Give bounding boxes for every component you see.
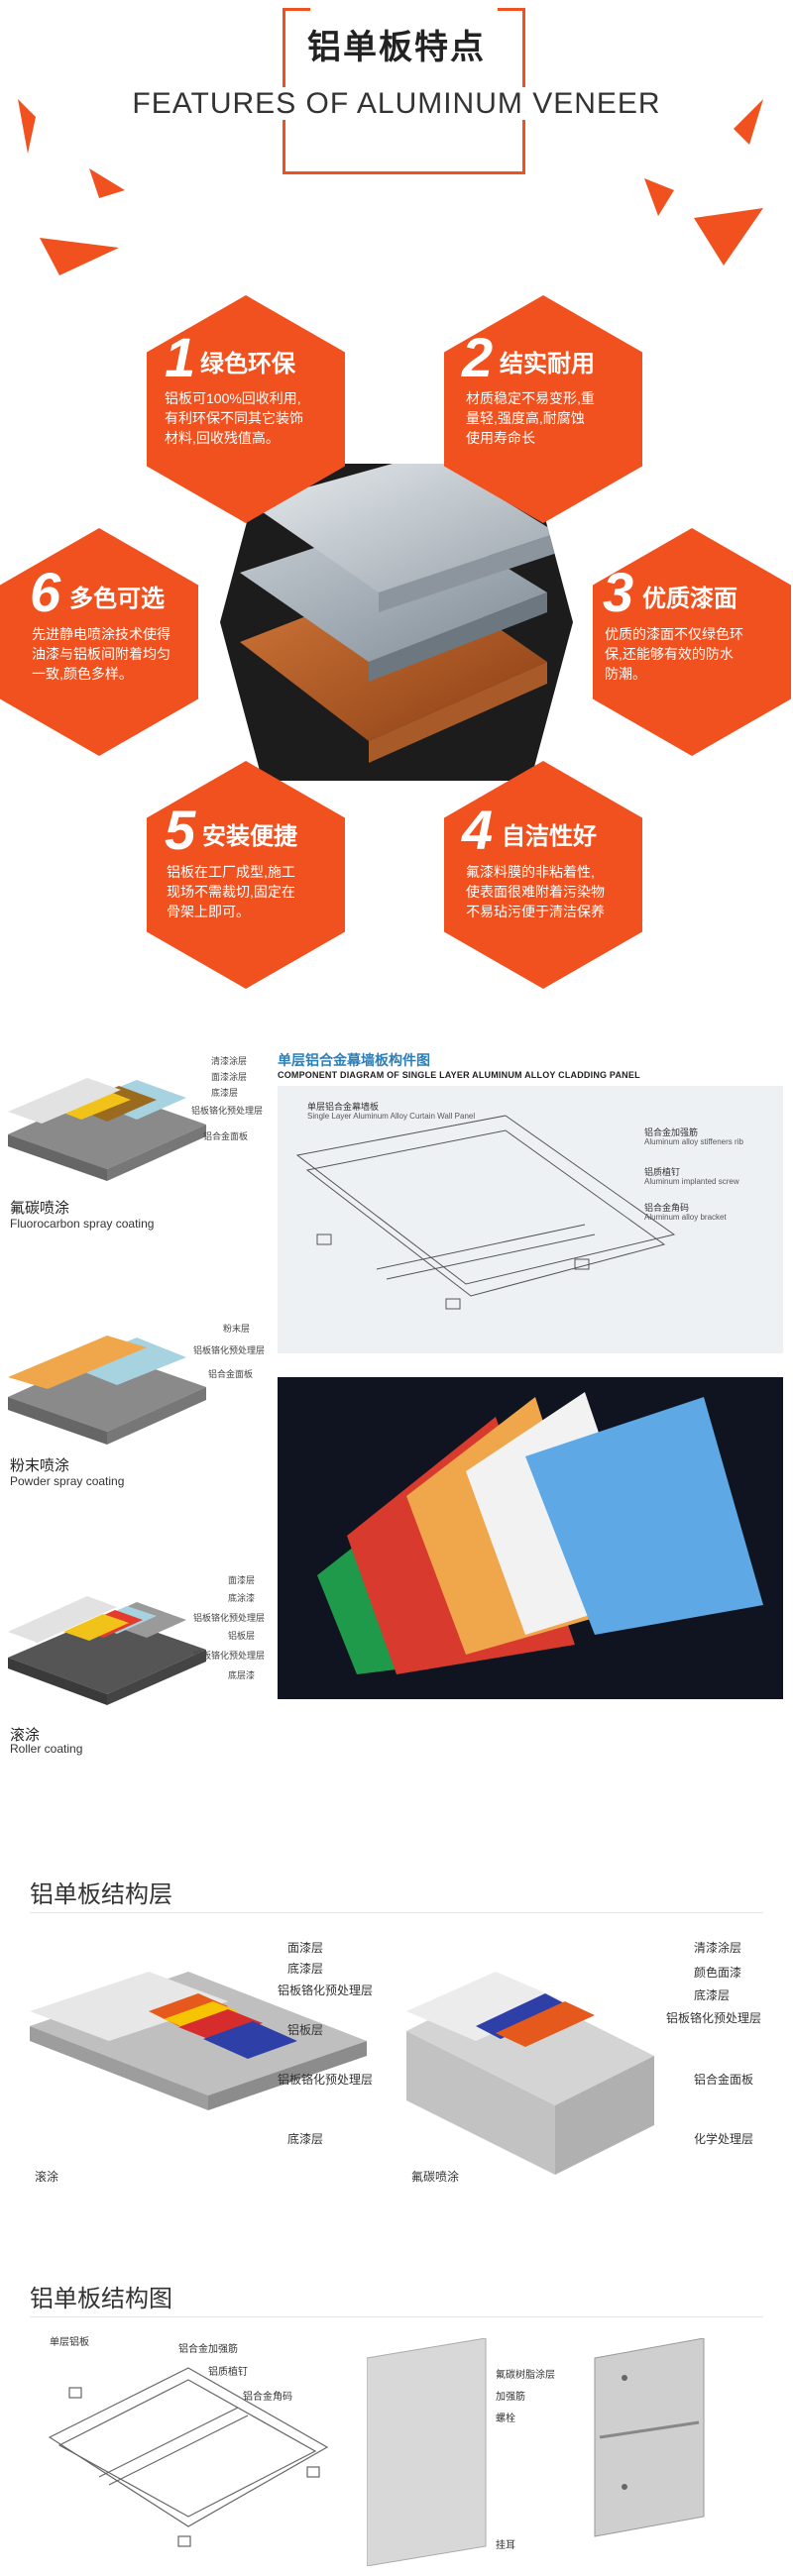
feature-1-title: 绿色环保 <box>200 350 295 377</box>
roller-caption-cn: 滚涂 <box>10 1726 41 1744</box>
divider <box>30 1912 763 1913</box>
roller-layer-6: 底层漆 <box>228 1670 256 1680</box>
component-diagram-subtitle: COMPONENT DIAGRAM OF SINGLE LAYER ALUMIN… <box>278 1070 640 1080</box>
panel-back-drawing <box>367 2338 705 2566</box>
right-layer-label-6: 化学处理层 <box>694 2132 754 2146</box>
powder-caption-en: Powder spray coating <box>10 1474 125 1488</box>
feature-2-text: 材质稳定不易变形,重量轻,强度高,耐腐蚀使用寿命长 <box>466 390 595 446</box>
fluoro-layer-4: 铝板铬化预处理层 <box>191 1106 264 1116</box>
fluoro-caption-cn: 氟碳喷涂 <box>10 1199 70 1217</box>
divider-2 <box>30 2316 763 2317</box>
right-layer-label-2: 颜色面漆 <box>694 1966 742 1980</box>
panel-frame-drawing <box>48 2367 329 2547</box>
part-1-en: Aluminum alloy stiffeners rib <box>644 1137 743 1146</box>
feature-4-title: 自洁性好 <box>502 822 597 850</box>
fluoro-layer-5: 铝合金面板 <box>203 1131 249 1141</box>
aluminum-panels-illustration <box>240 464 557 763</box>
colored-panels-photo <box>278 1377 783 1699</box>
powder-layer-3: 铝合金面板 <box>208 1369 254 1379</box>
feature-2-title: 结实耐用 <box>500 350 595 377</box>
decorative-shards <box>18 99 763 275</box>
right-layer-label-4: 铝板铬化预处理层 <box>666 2011 762 2025</box>
curtain-wall-panel-drawing <box>295 1115 676 1310</box>
fluoro-layer-3: 底漆层 <box>211 1088 239 1098</box>
left-layer-label-4: 铝板层 <box>287 2023 324 2037</box>
fluoro-structure-diagram <box>406 1972 654 2175</box>
part-3-cn: 铝合金角码 <box>644 1203 690 1213</box>
panel-label-en: Single Layer Aluminum Alloy Curtain Wall… <box>307 1112 476 1121</box>
fluoro-caption-en: Fluorocarbon spray coating <box>10 1217 155 1231</box>
left-layer-label-6: 底漆层 <box>287 2132 324 2146</box>
left-layer-label-5: 铝板铬化预处理层 <box>278 2073 374 2087</box>
diagram-right-label-3: 螺栓 <box>496 2414 515 2424</box>
diagram-right-label-2: 加强筋 <box>496 2392 525 2403</box>
feature-3-title: 优质漆面 <box>642 585 737 612</box>
diagram-left-label-3: 铝质植钉 <box>208 2367 248 2378</box>
component-diagram-title: 单层铝合金幕墙板构件图 <box>278 1053 430 1069</box>
panel-product-image <box>220 464 573 781</box>
colored-panels-illustration <box>317 1392 763 1674</box>
coating-section: 清漆涂层 面漆涂层 底漆层 铝板铬化预处理层 铝合金面板 氟碳喷涂 Fluoro… <box>0 1030 793 1823</box>
part-1-cn: 铝合金加强筋 <box>644 1127 699 1137</box>
diagram-right-label-1: 氟碳树脂涂层 <box>496 2370 555 2381</box>
component-diagram-panel: 单层铝合金幕墙板 Single Layer Aluminum Alloy Cur… <box>278 1086 783 1353</box>
part-3-en: Aluminum alloy bracket <box>644 1213 727 1222</box>
page-subtitle: FEATURES OF ALUMINUM VENEER <box>0 87 793 121</box>
feature-5-number: 5 <box>165 799 196 861</box>
left-layer-label-2: 底漆层 <box>287 1962 324 1976</box>
fluoro-layer-2: 面漆涂层 <box>211 1072 248 1082</box>
roller-layer-4: 铝板层 <box>228 1631 256 1641</box>
structure-layers-title: 铝单板结构层 <box>30 1880 172 1908</box>
roller-structure-diagram <box>30 1972 367 2110</box>
diagram-left-label-1: 单层铝板 <box>50 2337 89 2348</box>
left-structure-caption: 滚涂 <box>35 2170 59 2184</box>
right-layer-label-1: 清漆涂层 <box>694 1941 742 1955</box>
feature-2-number: 2 <box>462 326 494 388</box>
feature-5-text: 铝板在工厂成型,施工现场不需裁切,固定在骨架上即可。 <box>167 864 295 919</box>
roller-layer-diagram <box>8 1596 206 1705</box>
structure-diagram-title: 铝单板结构图 <box>30 2285 172 2312</box>
feature-4-number: 4 <box>462 799 494 861</box>
fluorocarbon-layer-diagram <box>8 1078 206 1181</box>
feature-5-title: 安装便捷 <box>202 822 297 850</box>
feature-6-number: 6 <box>30 561 61 623</box>
part-2-en: Aluminum implanted screw <box>644 1177 739 1186</box>
diagram-left-label-2: 铝合金加强筋 <box>178 2344 238 2355</box>
page-title: 铝单板特点 <box>307 28 486 67</box>
powder-layer-2: 铝板铬化预处理层 <box>193 1345 266 1355</box>
right-layer-label-3: 底漆层 <box>694 1988 731 2002</box>
feature-3-text: 优质的漆面不仅绿色环保,还能够有效的防水防潮。 <box>605 626 743 682</box>
feature-4-text: 氟漆料膜的非粘着性,使表面很难附着污染物不易玷污便于清洁保养 <box>466 864 605 919</box>
diagram-left-label-4: 铝合金角码 <box>243 2392 292 2403</box>
features-section: 铝单板特点 FEATURES OF ALUMINUM VENEER <box>0 0 793 1001</box>
left-layer-label-3: 铝板铬化预处理层 <box>278 1984 374 1997</box>
feature-hex-1 <box>147 295 345 523</box>
right-structure-caption: 氟碳喷涂 <box>411 2170 460 2184</box>
part-2-cn: 铝质植钉 <box>644 1167 681 1177</box>
diagram-right-label-4: 挂耳 <box>496 2540 515 2551</box>
roller-layer-3: 铝板铬化预处理层 <box>193 1613 266 1623</box>
panel-label-cn: 单层铝合金幕墙板 <box>307 1102 380 1112</box>
roller-caption-en: Roller coating <box>10 1742 83 1756</box>
roller-layer-1: 面漆层 <box>228 1575 256 1585</box>
feature-1-number: 1 <box>165 326 196 388</box>
feature-6-title: 多色可选 <box>69 585 165 612</box>
fluoro-layer-1: 清漆涂层 <box>211 1056 248 1066</box>
feature-6-text: 先进静电喷涂技术使得油漆与铝板间附着均匀一致,颜色多样。 <box>32 626 170 682</box>
left-layer-label-1: 面漆层 <box>287 1941 324 1955</box>
roller-layer-2: 底涂漆 <box>228 1593 256 1603</box>
powder-layer-1: 粉末层 <box>223 1324 251 1334</box>
feature-1-text: 铝板可100%回收利用,有利环保不同其它装饰材料,回收残值高。 <box>165 390 303 446</box>
right-layer-label-5: 铝合金面板 <box>694 2073 754 2087</box>
powder-caption-cn: 粉末喷涂 <box>10 1456 70 1474</box>
powder-layer-diagram <box>8 1336 206 1445</box>
roller-layer-5: 铝板铬化预处理层 <box>193 1651 266 1661</box>
feature-3-number: 3 <box>603 561 634 623</box>
